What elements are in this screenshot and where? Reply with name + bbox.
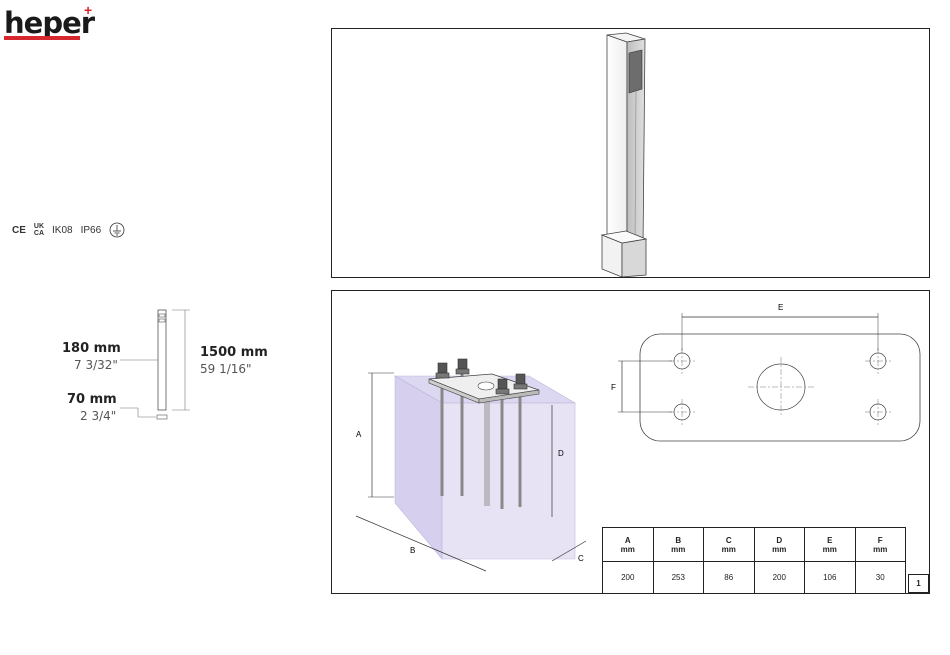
bollard-render: [332, 29, 929, 277]
brand-logo-underline: [4, 36, 80, 40]
earth-class-icon: [109, 222, 125, 238]
certification-marks: CE UK CA IK08 IP66: [12, 222, 125, 238]
ik-rating: IK08: [52, 225, 73, 236]
height-inches: 59 1/16": [200, 362, 252, 376]
value-b: 253: [653, 562, 704, 594]
product-outline-sketch: [120, 300, 210, 430]
dim-label-b: B: [410, 546, 415, 555]
width-mm: 180 mm: [62, 341, 121, 356]
base-inches: 2 3/4": [80, 409, 116, 423]
width-inches: 7 3/32": [74, 358, 118, 372]
base-mm: 70 mm: [67, 392, 117, 407]
brand-plus-icon: +: [84, 3, 92, 17]
dim-label-f: F: [611, 383, 616, 392]
ip-rating: IP66: [81, 225, 102, 236]
dim-label-a: A: [356, 430, 362, 439]
dim-label-c: C: [578, 554, 584, 563]
value-e: 106: [805, 562, 856, 594]
value-c: 86: [704, 562, 755, 594]
height-mm: 1500 mm: [200, 345, 268, 360]
value-f: 30: [855, 562, 906, 594]
page-number: 1: [908, 574, 929, 593]
value-a: 200: [603, 562, 654, 594]
dim-label-e: E: [778, 303, 783, 312]
product-render-frame: [331, 28, 930, 278]
ukca-mark: UK CA: [34, 223, 44, 237]
ce-mark: CE: [12, 225, 26, 236]
value-d: 200: [754, 562, 805, 594]
dim-label-d: D: [558, 449, 564, 458]
dimension-table-values: 200 253 86 200 106 30: [603, 562, 906, 594]
brand-logo: heper: [4, 8, 94, 38]
